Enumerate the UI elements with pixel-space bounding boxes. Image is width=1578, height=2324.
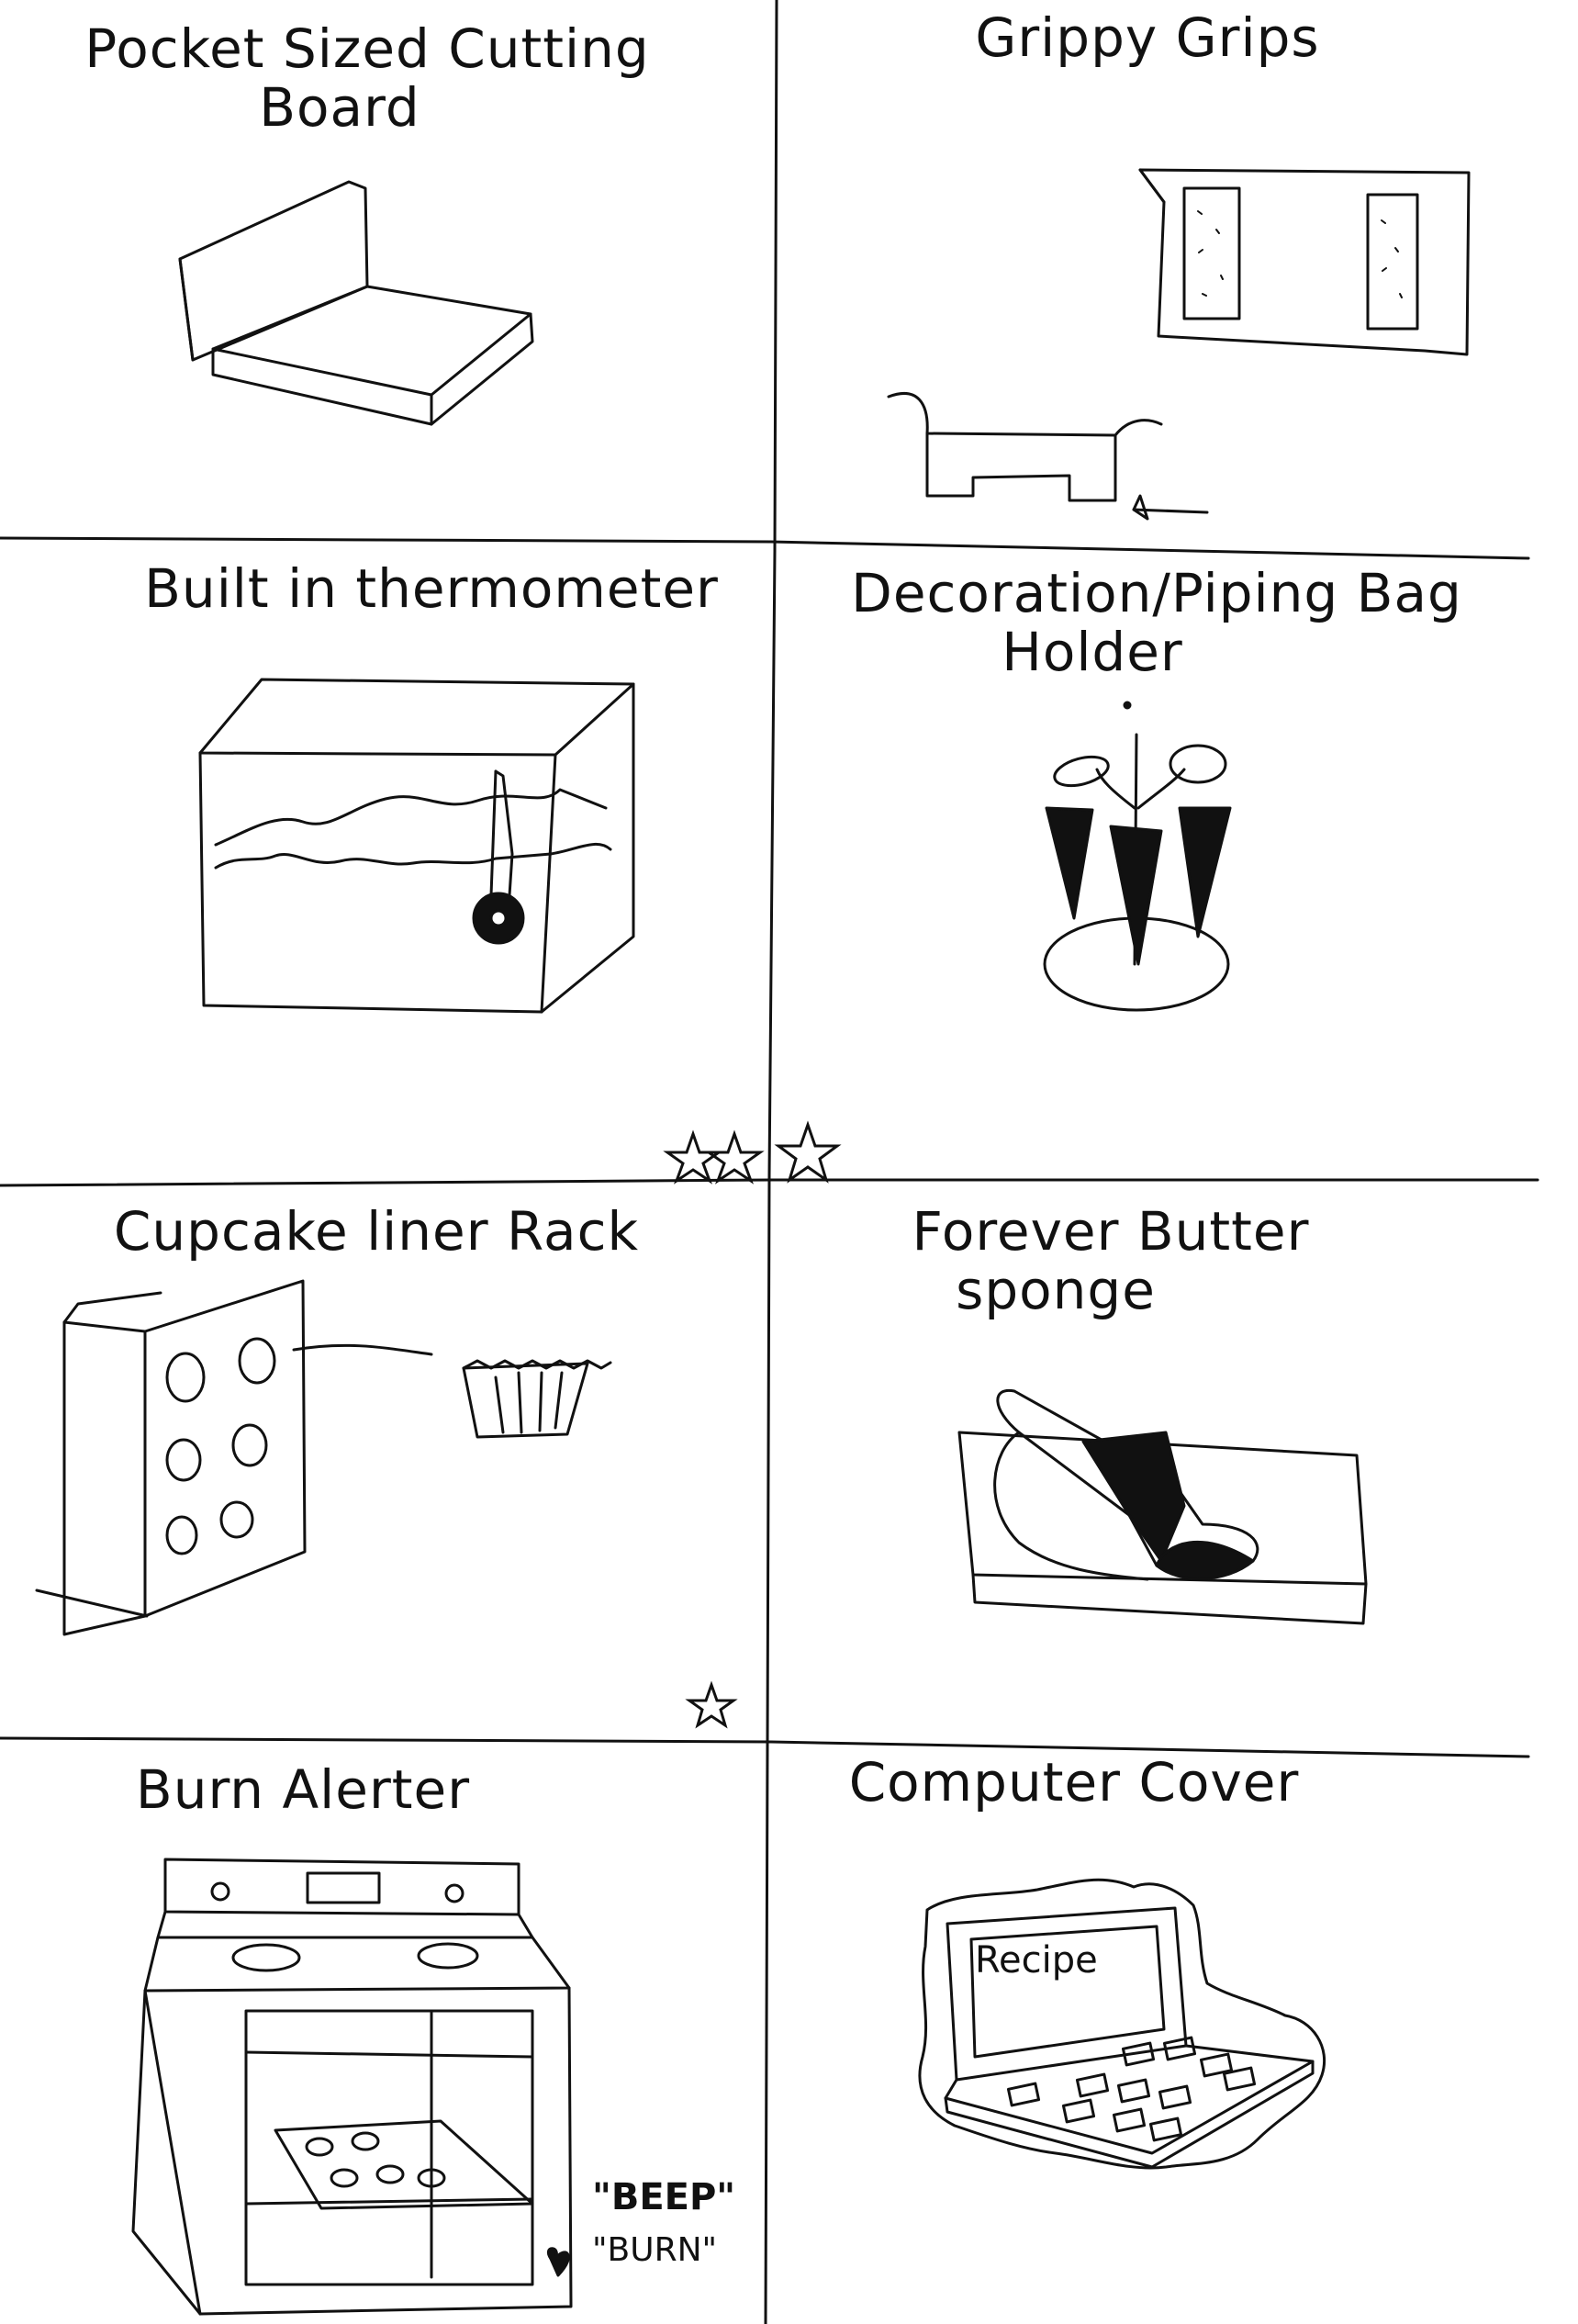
title-line: Cupcake liner Rack	[113, 1200, 640, 1263]
piping-bag-drawing	[1045, 702, 1230, 1010]
title-line: Computer Cover	[848, 1751, 1300, 1813]
title-line: Pocket Sized Cutting	[84, 17, 650, 80]
star-marks	[667, 1125, 837, 1725]
title-line: Burn Alerter	[135, 1758, 471, 1821]
title-line: Grippy Grips	[975, 6, 1320, 69]
vertical-divider	[766, 0, 777, 2324]
title-line: Forever Butter	[912, 1200, 1310, 1263]
star-mark	[778, 1125, 837, 1180]
star-mark	[689, 1685, 733, 1725]
horizontal-divider-2	[0, 1180, 1538, 1185]
thermometer-drawing	[200, 679, 633, 1012]
beep-label: "BEEP"	[592, 2176, 736, 2218]
computer-cover-drawing	[920, 1880, 1325, 2168]
title-piping-bag: Decoration/Piping Bag Holder	[826, 562, 1487, 682]
title-line: Board	[259, 75, 420, 139]
butter-sponge-drawing	[959, 1390, 1366, 1623]
recipe-label: Recipe	[975, 1939, 1098, 1982]
cupcake-rack-drawing	[37, 1281, 610, 1634]
cutting-board-drawing	[180, 182, 532, 424]
title-thermometer: Built in thermometer	[110, 557, 753, 620]
title-line: sponge	[956, 1258, 1156, 1321]
title-line: Decoration/Piping Bag	[851, 562, 1462, 624]
burn-label: "BURN"	[592, 2231, 718, 2269]
title-cutting-board: Pocket Sized Cutting Board	[18, 17, 716, 138]
grippy-grips-drawing	[889, 170, 1469, 519]
title-line: Holder	[1002, 620, 1183, 683]
horizontal-divider-3	[0, 1738, 1528, 1757]
star-mark	[709, 1134, 760, 1181]
title-burn-alerter: Burn Alerter	[83, 1758, 523, 1821]
title-butter-sponge: Forever Butter sponge	[854, 1200, 1368, 1320]
title-cupcake-rack: Cupcake liner Rack	[64, 1200, 688, 1263]
title-grippy-grips: Grippy Grips	[900, 6, 1395, 69]
burn-alerter-drawing	[133, 1859, 571, 2314]
title-computer-cover: Computer Cover	[799, 1751, 1349, 1813]
title-line: Built in thermometer	[144, 557, 719, 620]
horizontal-divider-1	[0, 538, 1528, 558]
